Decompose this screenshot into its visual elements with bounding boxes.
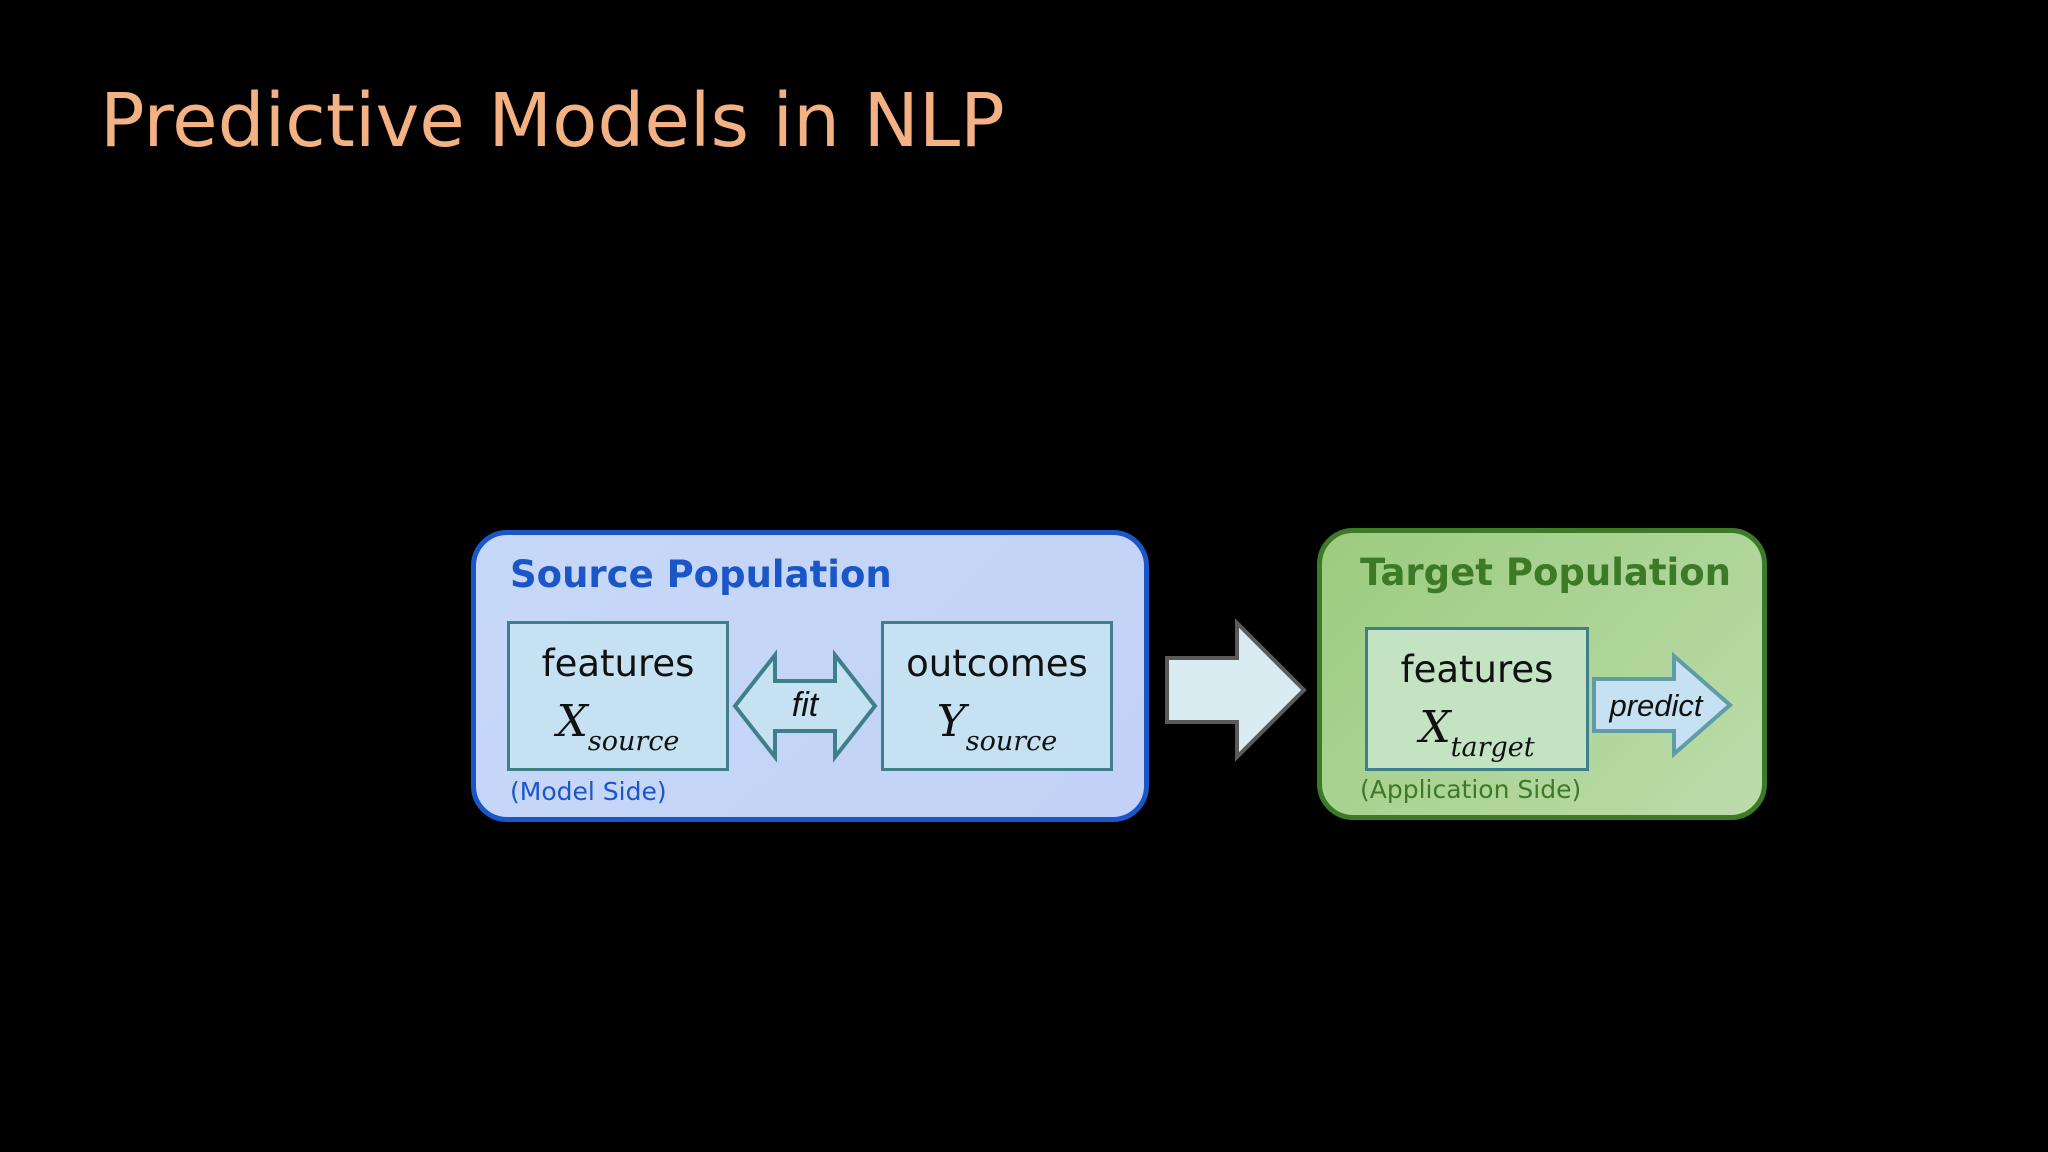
source-features-symbol: Xsource bbox=[510, 696, 726, 757]
fit-arrow-label: fit bbox=[792, 686, 820, 724]
slide-title: Predictive Models in NLP bbox=[100, 78, 1005, 164]
transfer-arrow bbox=[1165, 618, 1307, 762]
fit-arrow-shape bbox=[732, 649, 878, 763]
source-outcomes-symbol-main: Y bbox=[936, 696, 966, 747]
source-outcomes-symbol: Ysource bbox=[884, 696, 1110, 757]
source-features-symbol-subscript: source bbox=[587, 726, 680, 757]
target-features-symbol: Xtarget bbox=[1368, 702, 1586, 763]
target-features-label: features bbox=[1400, 648, 1554, 691]
source-population-panel: Source Population features Xsource fit o… bbox=[471, 530, 1149, 822]
fit-double-arrow: fit bbox=[732, 649, 878, 763]
model-side-note: (Model Side) bbox=[510, 777, 667, 806]
source-features-symbol-main: X bbox=[556, 696, 588, 747]
source-features-label: features bbox=[541, 642, 695, 685]
source-outcomes-symbol-subscript: source bbox=[965, 726, 1058, 757]
target-features-symbol-subscript: target bbox=[1450, 732, 1535, 763]
source-features-box: features Xsource bbox=[507, 621, 729, 771]
target-population-title: Target Population bbox=[1360, 551, 1731, 594]
source-population-title: Source Population bbox=[510, 553, 892, 596]
source-outcomes-box: outcomes Ysource bbox=[881, 621, 1113, 771]
target-population-panel: Target Population features Xtarget predi… bbox=[1317, 528, 1767, 820]
application-side-note: (Application Side) bbox=[1360, 775, 1582, 804]
predict-arrow: predict bbox=[1592, 651, 1734, 759]
predict-arrow-label: predict bbox=[1608, 688, 1703, 723]
predict-arrow-shape bbox=[1592, 651, 1734, 759]
target-features-symbol-main: X bbox=[1419, 702, 1451, 753]
transfer-arrow-shape bbox=[1165, 618, 1307, 762]
target-features-box: features Xtarget bbox=[1365, 627, 1589, 771]
source-outcomes-label: outcomes bbox=[906, 642, 1088, 685]
